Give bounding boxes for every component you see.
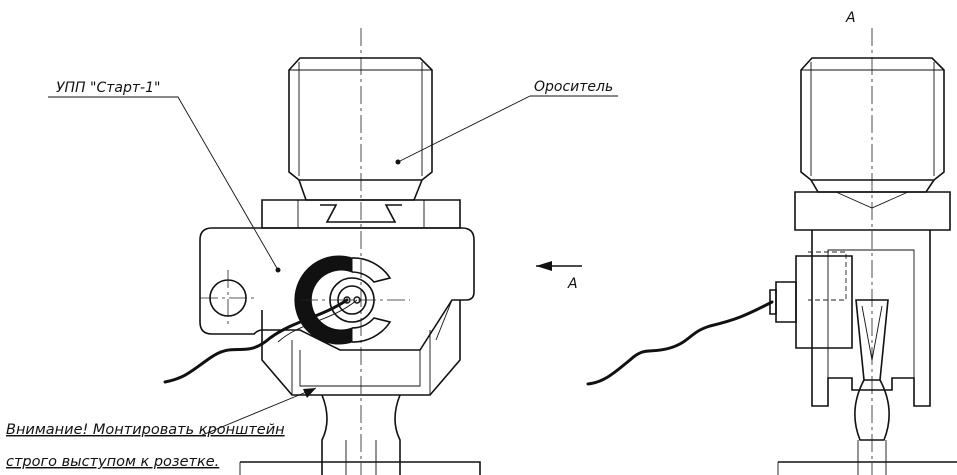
sprinkler-body: [261, 300, 461, 396]
bracket-plate: [199, 227, 475, 351]
view-a-label: А: [845, 10, 856, 26]
sprinkler-label: Ороситель: [534, 79, 613, 95]
note-line-1: Внимание! Монтировать кронштейн: [6, 422, 285, 438]
side-view: [586, 28, 957, 475]
upp-label: УПП "Старт-1": [56, 80, 160, 96]
view-arrow-a: [536, 261, 582, 271]
note-line-2: строго выступом к розетке.: [6, 454, 219, 470]
sprinkler-neck: [298, 179, 423, 201]
note-leader: [199, 387, 317, 437]
side-thread: [800, 57, 945, 181]
sensor-wire: [163, 298, 349, 384]
front-view: [48, 28, 618, 475]
side-wire: [586, 300, 774, 386]
sprinkler-thread: [288, 57, 433, 181]
sprinkler-leader: [397, 95, 618, 163]
upp-leader: [48, 96, 279, 271]
side-frame: [811, 230, 931, 407]
arrow-a-label: А: [567, 276, 578, 292]
side-hex: [794, 191, 951, 231]
